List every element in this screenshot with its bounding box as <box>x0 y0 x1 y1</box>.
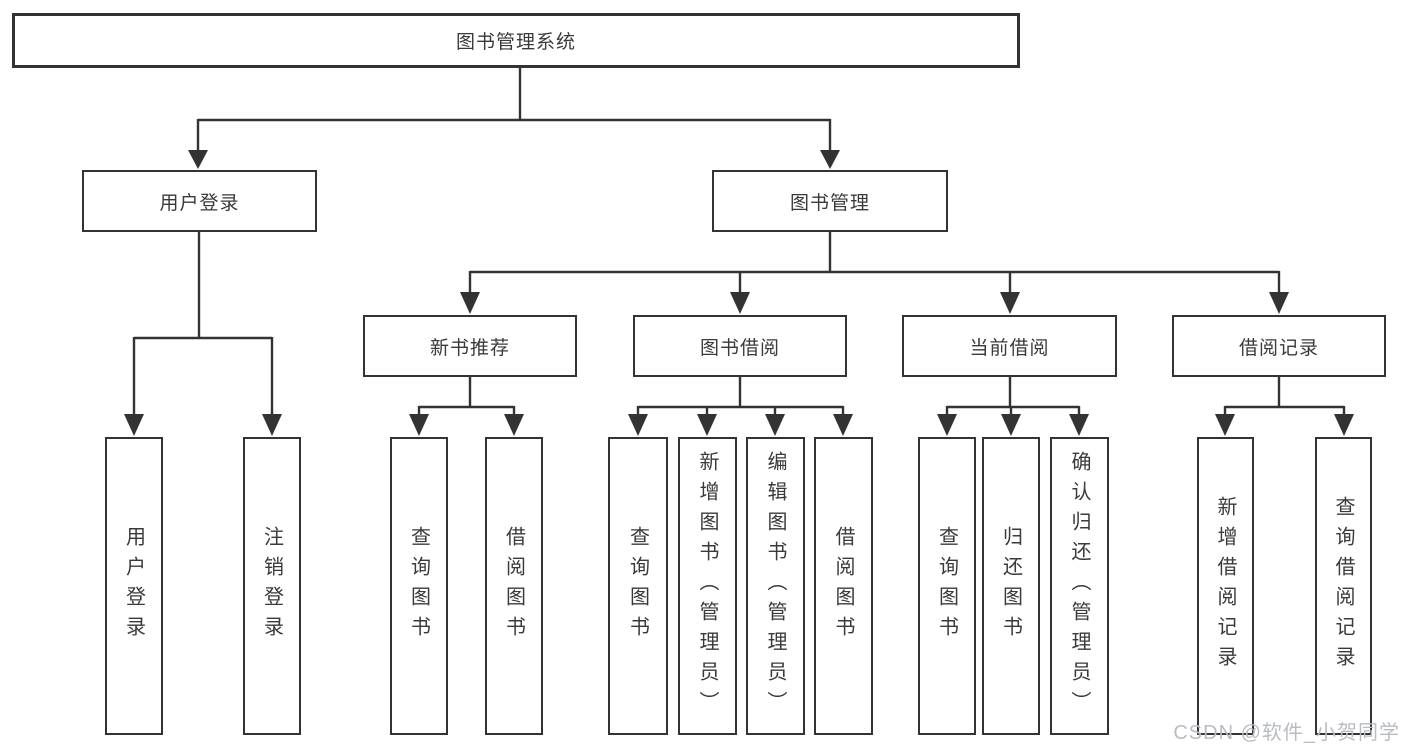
node-new-book-recommend-label: 新书推荐 <box>429 337 510 359</box>
leaf-user-login-label: 用户登录 <box>122 526 145 646</box>
leaf-confirm-return-admin-label: 确认归还（管理员） <box>1068 451 1090 721</box>
node-borrow-records-label: 借阅记录 <box>1238 337 1319 359</box>
leaf-add-book-admin-label: 新增图书（管理员） <box>696 451 718 721</box>
watermark: CSDN @软件_小贺同学 <box>1173 722 1400 744</box>
leaf-borrow-books-1: 借阅图书 <box>485 437 543 735</box>
leaf-logout: 注销登录 <box>243 437 301 735</box>
node-root: 图书管理系统 <box>12 13 1020 68</box>
node-current-borrow: 当前借阅 <box>902 315 1117 377</box>
node-user-login-label: 用户登录 <box>159 192 240 214</box>
leaf-query-books-2: 查询图书 <box>608 437 668 735</box>
leaf-query-books-3: 查询图书 <box>918 437 976 735</box>
leaf-query-books-1: 查询图书 <box>390 437 448 735</box>
node-root-label: 图书管理系统 <box>455 32 576 53</box>
leaf-add-borrow-record-label: 新增借阅记录 <box>1214 496 1236 676</box>
leaf-return-books: 归还图书 <box>982 437 1040 735</box>
leaf-query-books-1-label: 查询图书 <box>407 526 430 646</box>
leaf-user-login: 用户登录 <box>105 437 163 735</box>
leaf-add-borrow-record: 新增借阅记录 <box>1197 437 1254 735</box>
leaf-query-books-2-label: 查询图书 <box>626 526 649 646</box>
node-borrow-records: 借阅记录 <box>1172 315 1386 377</box>
leaf-borrow-books-2-label: 借阅图书 <box>832 526 854 646</box>
node-book-management-label: 图书管理 <box>789 192 870 214</box>
leaf-borrow-books-2: 借阅图书 <box>814 437 873 735</box>
node-book-borrow: 图书借阅 <box>633 315 847 377</box>
node-book-management: 图书管理 <box>712 170 948 232</box>
node-user-login: 用户登录 <box>82 170 317 232</box>
leaf-confirm-return-admin: 确认归还（管理员） <box>1050 437 1109 735</box>
leaf-query-borrow-record: 查询借阅记录 <box>1315 437 1372 735</box>
node-book-borrow-label: 图书借阅 <box>699 337 780 359</box>
leaf-return-books-label: 归还图书 <box>999 526 1022 646</box>
leaf-add-book-admin: 新增图书（管理员） <box>678 437 737 735</box>
leaf-query-books-3-label: 查询图书 <box>935 526 958 646</box>
leaf-borrow-books-1-label: 借阅图书 <box>502 526 525 646</box>
node-new-book-recommend: 新书推荐 <box>363 315 577 377</box>
leaf-edit-book-admin-label: 编辑图书（管理员） <box>764 451 786 721</box>
leaf-query-borrow-record-label: 查询借阅记录 <box>1332 496 1354 676</box>
node-current-borrow-label: 当前借阅 <box>969 337 1050 359</box>
leaf-logout-label: 注销登录 <box>260 526 283 646</box>
arrowheads <box>124 150 1354 436</box>
leaf-edit-book-admin: 编辑图书（管理员） <box>746 437 805 735</box>
